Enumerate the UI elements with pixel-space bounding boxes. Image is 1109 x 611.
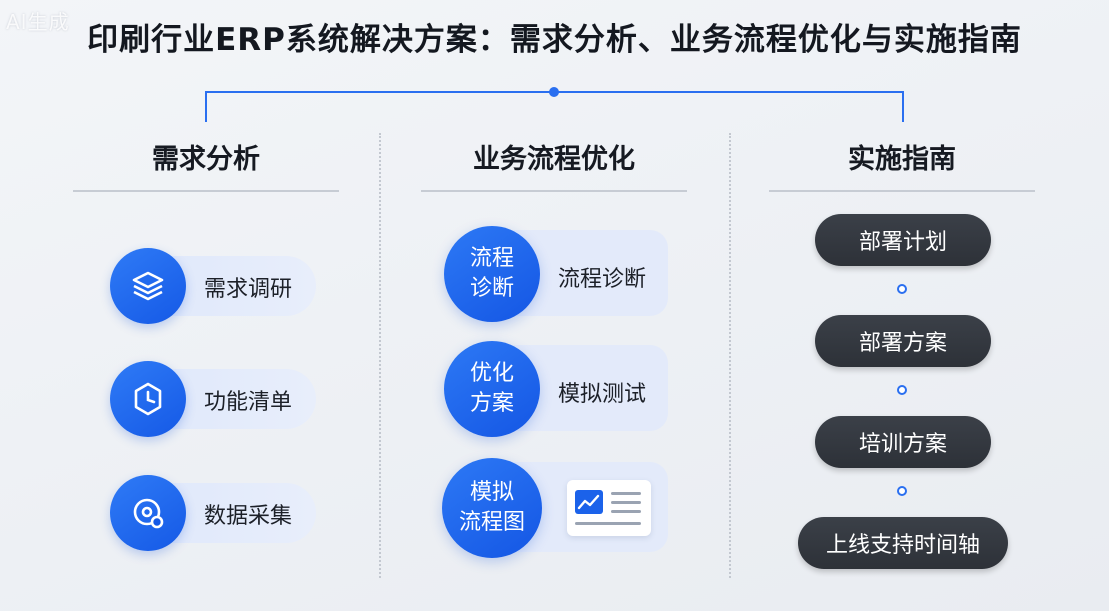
top-connector-bracket (205, 87, 904, 122)
requirement-item-label: 功能清单 (204, 390, 293, 415)
chart-document-icon (567, 480, 651, 536)
column-rule-right (769, 190, 1035, 192)
timeline-node-icon (897, 486, 907, 496)
layers-icon (110, 248, 186, 324)
requirement-item-label: 需求调研 (204, 277, 293, 302)
process-item-circle-line: 流程 (469, 246, 514, 271)
requirement-item-label: 数据采集 (204, 504, 293, 529)
process-item-circle-line: 模拟 (469, 480, 514, 505)
column-title-requirements: 需求分析 (152, 144, 260, 175)
implementation-step: 部署计划 (815, 214, 991, 266)
process-item-label: 模拟测试 (558, 382, 647, 407)
column-rule-left (73, 190, 339, 192)
column-title-implementation: 实施指南 (848, 144, 956, 175)
process-item-circle-line: 方案 (469, 391, 514, 416)
column-rule-middle (421, 190, 687, 192)
column-divider-right (729, 133, 731, 578)
process-item-label: 流程诊断 (558, 267, 647, 292)
implementation-step: 上线支持时间轴 (798, 517, 1008, 569)
timeline-node-icon (897, 284, 907, 294)
column-title-process-optimization: 业务流程优化 (473, 144, 635, 175)
process-item-circle: 优化 方案 (444, 341, 540, 437)
ai-generated-watermark: AI生成 (6, 10, 70, 34)
implementation-step: 培训方案 (815, 416, 991, 468)
column-divider-left (379, 133, 381, 578)
process-item-circle-line: 诊断 (469, 276, 514, 301)
process-item-circle-line: 优化 (469, 361, 514, 386)
data-search-icon (110, 475, 186, 551)
clock-icon (110, 361, 186, 437)
process-item-circle: 流程 诊断 (444, 226, 540, 322)
timeline-node-icon (897, 385, 907, 395)
page-title: 印刷行业ERP系统解决方案：需求分析、业务流程优化与实施指南 (87, 22, 1022, 58)
implementation-step: 部署方案 (815, 315, 991, 367)
process-item-circle-line: 流程图 (458, 510, 525, 535)
process-item-circle: 模拟 流程图 (442, 458, 542, 558)
